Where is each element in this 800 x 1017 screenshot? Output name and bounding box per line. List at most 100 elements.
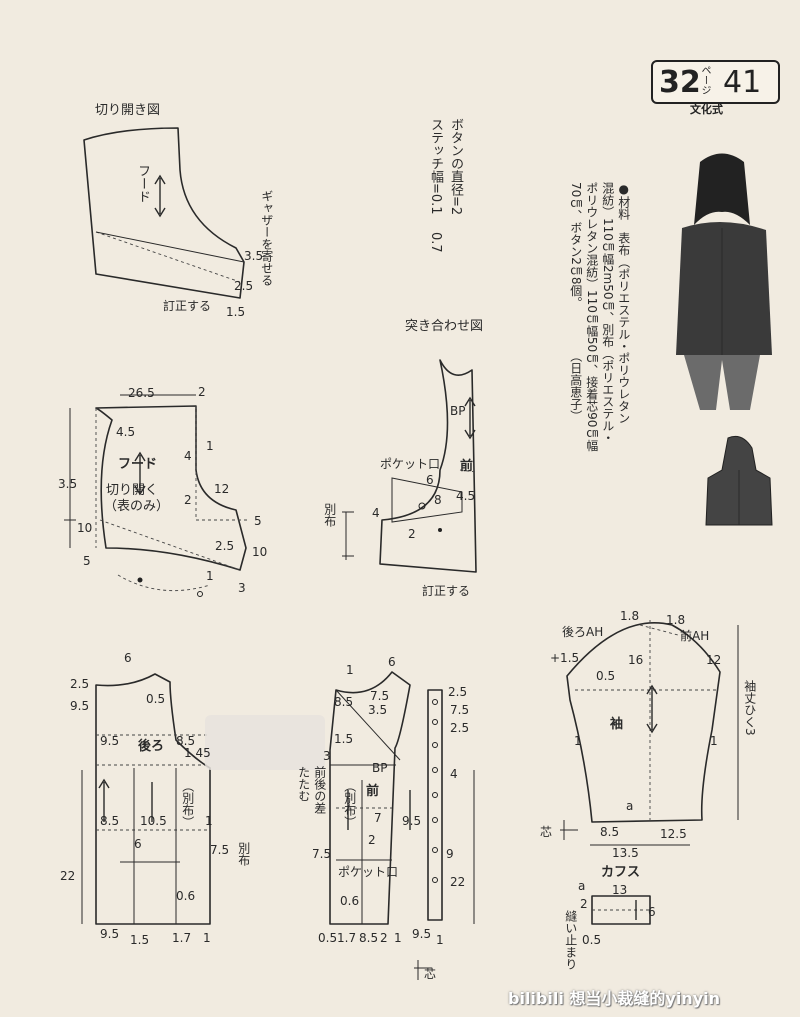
front-sep: （別布） xyxy=(342,780,357,828)
sleeve-fold: 芯 xyxy=(540,825,553,839)
back-v22: 22 xyxy=(60,869,76,883)
front-v6: 6 xyxy=(388,655,396,669)
front-b85: 8.5 xyxy=(359,931,379,945)
front-pocket: ポケット口 xyxy=(338,865,399,879)
hood-v2: 2 xyxy=(198,385,206,399)
hood-v1b: 1 xyxy=(206,569,214,583)
abut-v2: 2 xyxy=(408,527,416,541)
cuff-title: カフス xyxy=(601,865,641,880)
page-number: 32 xyxy=(659,65,701,100)
front-v1: 1 xyxy=(346,663,354,677)
front-b17: 1.7 xyxy=(337,931,357,945)
abut-pattern xyxy=(342,359,477,573)
back-v6: 6 xyxy=(124,651,132,665)
stitch-width-2: 0.7 xyxy=(427,232,443,253)
front-v75b: 7.5 xyxy=(450,703,470,717)
hood-v25: 2.5 xyxy=(215,539,235,553)
hood-h35: 3.5 xyxy=(58,477,78,491)
back-v95a: 9.5 xyxy=(70,699,90,713)
cuff-v2: 2 xyxy=(580,897,588,911)
sleeve-v18b: 1.8 xyxy=(666,613,686,627)
button-diameter: ボタンの直径=2 xyxy=(447,118,463,216)
cuff-v05: 0.5 xyxy=(582,933,602,947)
front-v15: 1.5 xyxy=(334,732,354,746)
style-label: 文化式 xyxy=(690,103,723,116)
front-v4: 4 xyxy=(450,767,458,781)
front-fold: たたむ xyxy=(296,766,311,802)
back-v1: 1 xyxy=(205,814,213,828)
bilibili-watermark: bilibili 想当小裁缝的yinyin xyxy=(508,989,720,1008)
front-fold2: 芯 xyxy=(424,967,437,981)
front-bp: BP xyxy=(372,761,388,775)
back-sep: （別布） xyxy=(180,780,195,828)
front-v75: 7.5 xyxy=(370,689,390,703)
model-number: 41 xyxy=(723,65,762,100)
slash-correct: 訂正する xyxy=(163,299,212,313)
sleeve-v1b: 1 xyxy=(710,734,718,748)
hood-v12: 12 xyxy=(214,482,230,496)
sleeve-a: a xyxy=(626,799,634,813)
slash-v15: 1.5 xyxy=(226,305,246,319)
abut-front: 前 xyxy=(460,459,474,474)
back-v85b: 8.5 xyxy=(100,814,120,828)
front-v06: 0.6 xyxy=(340,894,360,908)
abut-v45: 4.5 xyxy=(456,489,476,503)
hood-v5b: 5 xyxy=(83,554,91,568)
sleeve-front-ah: 前AH xyxy=(680,629,710,643)
back-v95c: 9.5 xyxy=(100,927,120,941)
hood-v1: 1 xyxy=(206,439,214,453)
sleeve-v12: 12 xyxy=(706,653,722,667)
model-illustration xyxy=(676,153,772,410)
front-title: 前 xyxy=(366,784,380,799)
sleeve-pattern xyxy=(560,620,739,846)
abut-v6: 6 xyxy=(426,473,434,487)
slash-v35: 3.5 xyxy=(244,249,264,263)
cuff-pattern xyxy=(591,895,651,925)
front-v22: 22 xyxy=(450,875,466,889)
hood-v10b: 10 xyxy=(252,545,268,559)
abut-v8: 8 xyxy=(434,493,442,507)
front-b2: 2 xyxy=(380,931,388,945)
front-v9: 9 xyxy=(446,847,454,861)
back-v145: 1.45 xyxy=(184,746,211,760)
materials-line-3: ポリウレタン混紡）110㎝幅50㎝、接着芯90㎝幅 xyxy=(584,182,599,452)
abut-bp: BP xyxy=(450,404,466,418)
hood-v2b: 2 xyxy=(184,493,192,507)
sleeve-v05: 0.5 xyxy=(596,669,616,683)
hood-w265: 26.5 xyxy=(128,386,155,400)
cuff-a: a xyxy=(578,879,586,893)
front-b1b: 1 xyxy=(436,933,444,947)
front-v7: 7 xyxy=(374,811,382,825)
front-v3: 3 xyxy=(323,749,331,763)
back-v15: 1.5 xyxy=(130,933,150,947)
back-v06: 0.6 xyxy=(176,889,196,903)
sleeve-plus15: +1.5 xyxy=(550,651,580,665)
hood-v45: 4.5 xyxy=(116,425,136,439)
front-v2: 2 xyxy=(368,833,376,847)
sleeve-v85: 8.5 xyxy=(600,825,620,839)
sleeve-back-ah: 後ろAH xyxy=(562,625,604,639)
back-v6b: 6 xyxy=(134,837,142,851)
hood-outer-only: （表のみ） xyxy=(104,499,170,514)
sleeve-v1a: 1 xyxy=(574,734,582,748)
page-kana: ページ xyxy=(699,65,710,95)
gather-note: ギャザーを寄せる xyxy=(259,190,274,286)
materials-line-4: 70㎝、ボタン2㎝8個。 xyxy=(568,182,583,309)
front-v75c: 7.5 xyxy=(312,847,332,861)
back-v17: 1.7 xyxy=(172,931,192,945)
abut-correct: 訂正する xyxy=(422,584,471,598)
back-v75: 7.5 xyxy=(210,843,230,857)
slash-hood-label: フード xyxy=(134,164,150,203)
back-sep2: 別布 xyxy=(236,842,251,866)
back-v85: 8.5 xyxy=(176,734,196,748)
front-b95: 9.5 xyxy=(412,927,432,941)
abut-v4: 4 xyxy=(372,506,380,520)
slash-title: 切り開き図 xyxy=(95,103,161,118)
back-pattern xyxy=(81,673,211,925)
abut-sep: 別布 xyxy=(322,503,337,527)
abut-pocket: ポケット口 xyxy=(380,457,441,471)
front-v25a: 2.5 xyxy=(448,685,468,699)
materials-line-2: 混紡）110㎝幅2m50㎝、別布（ポリエステル・ xyxy=(600,182,615,444)
slash-hood-diagram xyxy=(83,127,245,299)
